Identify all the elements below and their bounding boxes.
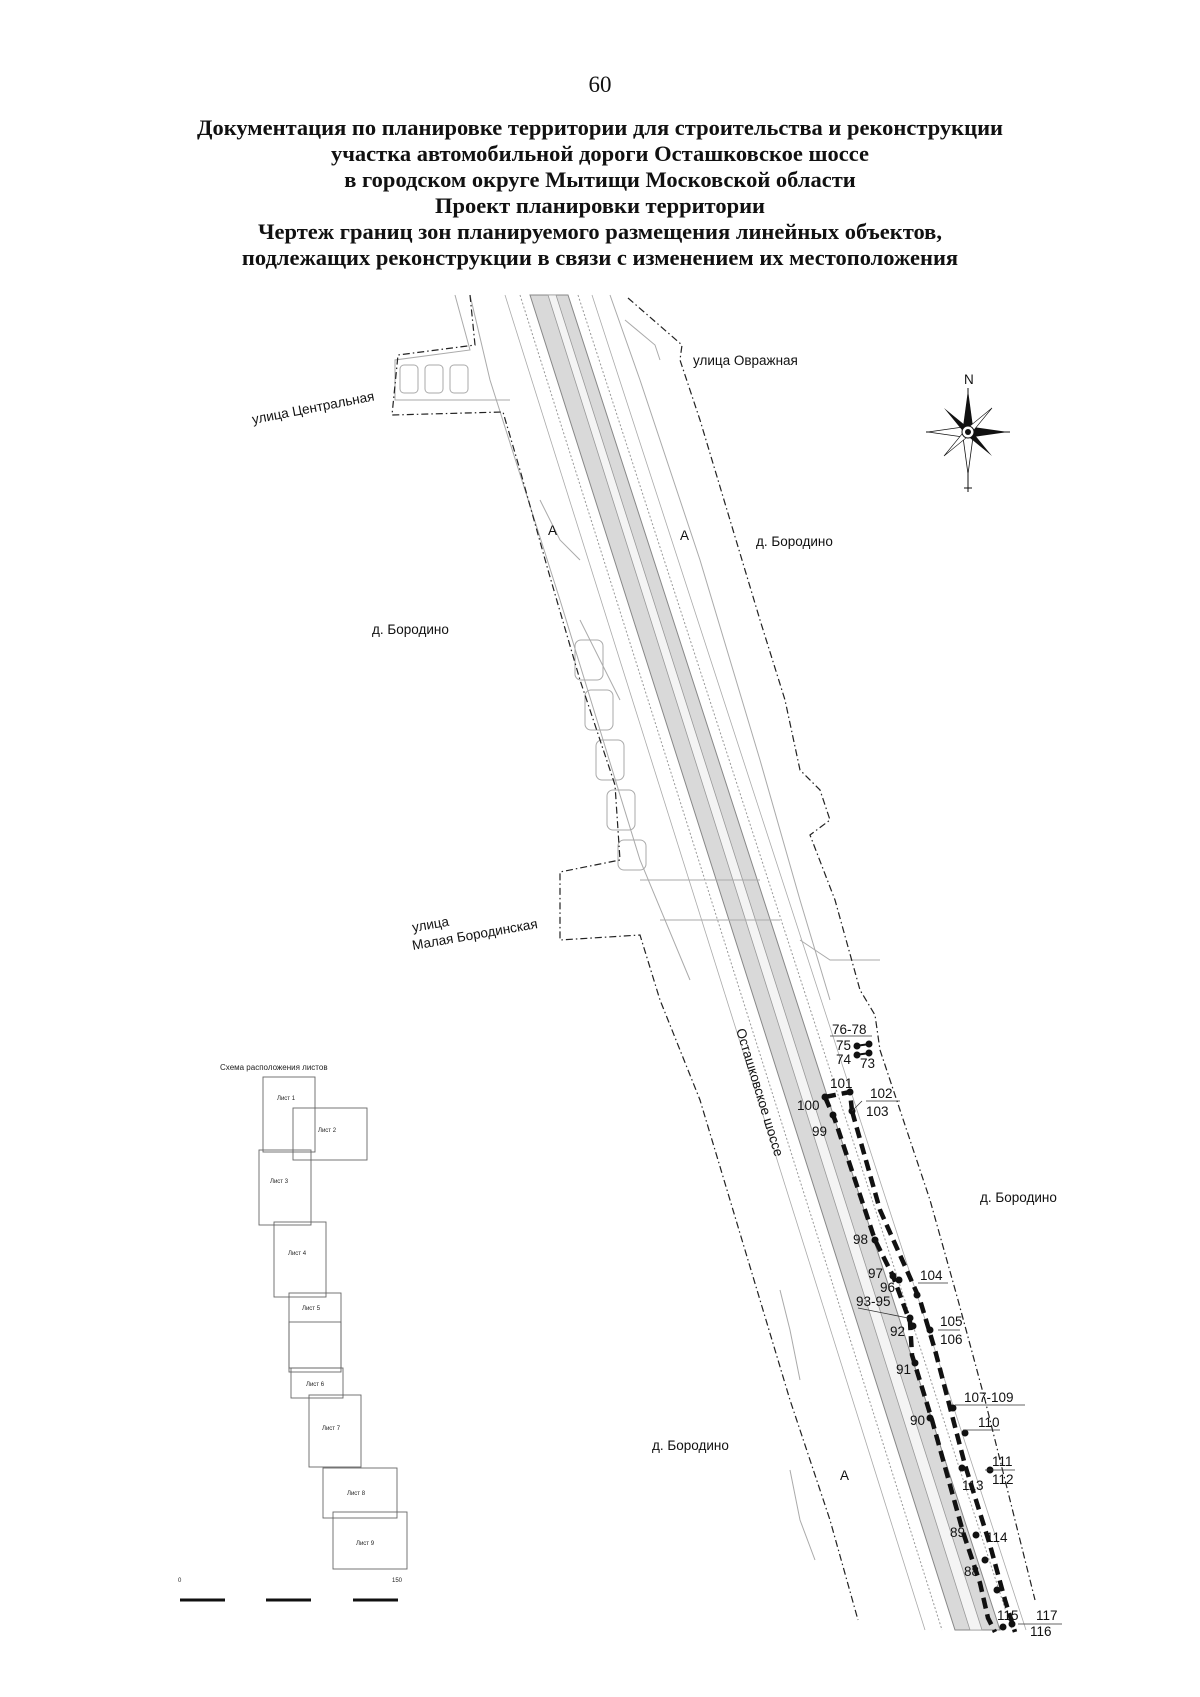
title-line: в городском округе Мытищи Московской обл… xyxy=(344,167,856,192)
point-label: 98 xyxy=(853,1232,868,1247)
point-label: 100 xyxy=(797,1098,820,1113)
sheet-label: Лист 6 xyxy=(306,1382,325,1388)
point-label: 101 xyxy=(830,1076,853,1091)
point-label: 107-109 xyxy=(964,1390,1014,1405)
road-marker-a: А xyxy=(680,528,689,543)
point-label: 76-78 xyxy=(832,1022,867,1037)
scale-end: 150 xyxy=(392,1578,403,1584)
title-line: Чертеж границ зон планируемого размещени… xyxy=(258,219,942,244)
street-label-ovrazhnaya: улица Овражная xyxy=(693,353,798,368)
title-line: Документация по планировке территории дл… xyxy=(196,115,1004,140)
sheet-label: Лист 4 xyxy=(288,1251,307,1257)
point-label: 110 xyxy=(978,1415,1000,1430)
point-label: 105 xyxy=(940,1314,963,1329)
sheet-label: Лист 7 xyxy=(322,1426,341,1432)
village-label: д. Бородино xyxy=(756,534,833,549)
village-label: д. Бородино xyxy=(652,1438,729,1453)
point-label: 116 xyxy=(1030,1624,1052,1639)
point-label: 104 xyxy=(920,1268,943,1283)
point-label: 111 xyxy=(992,1454,1013,1469)
point-label: 74 xyxy=(836,1052,852,1067)
point-label: 115 xyxy=(997,1608,1019,1623)
street-label-centralnaya: улица Центральная xyxy=(251,389,376,427)
point-label: 99 xyxy=(812,1124,827,1139)
point-label: 113 xyxy=(962,1478,984,1493)
point-label: 73 xyxy=(860,1056,875,1071)
point-label: 103 xyxy=(866,1104,889,1119)
point-label: 102 xyxy=(870,1086,893,1101)
point-label: 75 xyxy=(836,1038,851,1053)
scale-bar: 0 150 xyxy=(178,1578,403,1602)
sheet-label: Лист 9 xyxy=(356,1541,375,1547)
sheet-label: Лист 1 xyxy=(277,1096,296,1102)
point-label: 114 xyxy=(986,1530,1008,1545)
point-markers xyxy=(821,1040,1016,1631)
point-label: 112 xyxy=(992,1472,1014,1487)
village-label: д. Бородино xyxy=(372,622,449,637)
document-title: Документация по планировке территории дл… xyxy=(60,115,1140,271)
compass-rose-icon: N xyxy=(926,372,1010,492)
highway-road xyxy=(504,294,1027,1631)
point-label: 97 xyxy=(868,1266,883,1281)
title-line: участка автомобильной дороги Осташковско… xyxy=(330,141,869,166)
point-label: 89 xyxy=(950,1525,965,1540)
point-label: 90 xyxy=(910,1413,925,1428)
village-label: д. Бородино xyxy=(980,1190,1057,1205)
territory-boundary xyxy=(391,294,1036,1621)
sheet-label: Лист 5 xyxy=(302,1306,321,1312)
point-label: 96 xyxy=(880,1280,895,1295)
sheet-label: Лист 8 xyxy=(347,1491,366,1497)
point-label: 91 xyxy=(896,1362,911,1377)
inset-title: Схема расположения листов xyxy=(220,1063,328,1072)
point-labels: 76-78 75 74 73 101 100 99 102 103 98 97 … xyxy=(797,1022,1058,1639)
sheet-label: Лист 3 xyxy=(270,1179,289,1185)
point-label: 92 xyxy=(890,1324,905,1339)
point-label: 117 xyxy=(1036,1608,1058,1623)
sheet-layout-inset: Схема расположения листов Лист 1 Лист 2 … xyxy=(220,1063,408,1570)
page-number: 60 xyxy=(588,72,612,97)
street-label-malaya-1: улица xyxy=(411,914,451,935)
road-marker-a: А xyxy=(548,523,557,538)
scale-start: 0 xyxy=(178,1578,182,1584)
leader-lines xyxy=(830,1035,1062,1625)
road-marker-a: А xyxy=(840,1468,849,1483)
point-label: 106 xyxy=(940,1332,963,1347)
point-label: 93-95 xyxy=(856,1294,891,1309)
road-markers: А А А xyxy=(548,523,849,1483)
title-line: подлежащих реконструкции в связи с измен… xyxy=(241,245,959,270)
sheet-label: Лист 2 xyxy=(318,1128,337,1134)
map-labels: улица Центральная улица Овражная улица М… xyxy=(251,353,1057,1453)
point-label: 88 xyxy=(964,1564,979,1579)
title-line: Проект планировки территории xyxy=(434,193,766,218)
north-label: N xyxy=(964,372,974,387)
side-roads xyxy=(394,294,880,1561)
